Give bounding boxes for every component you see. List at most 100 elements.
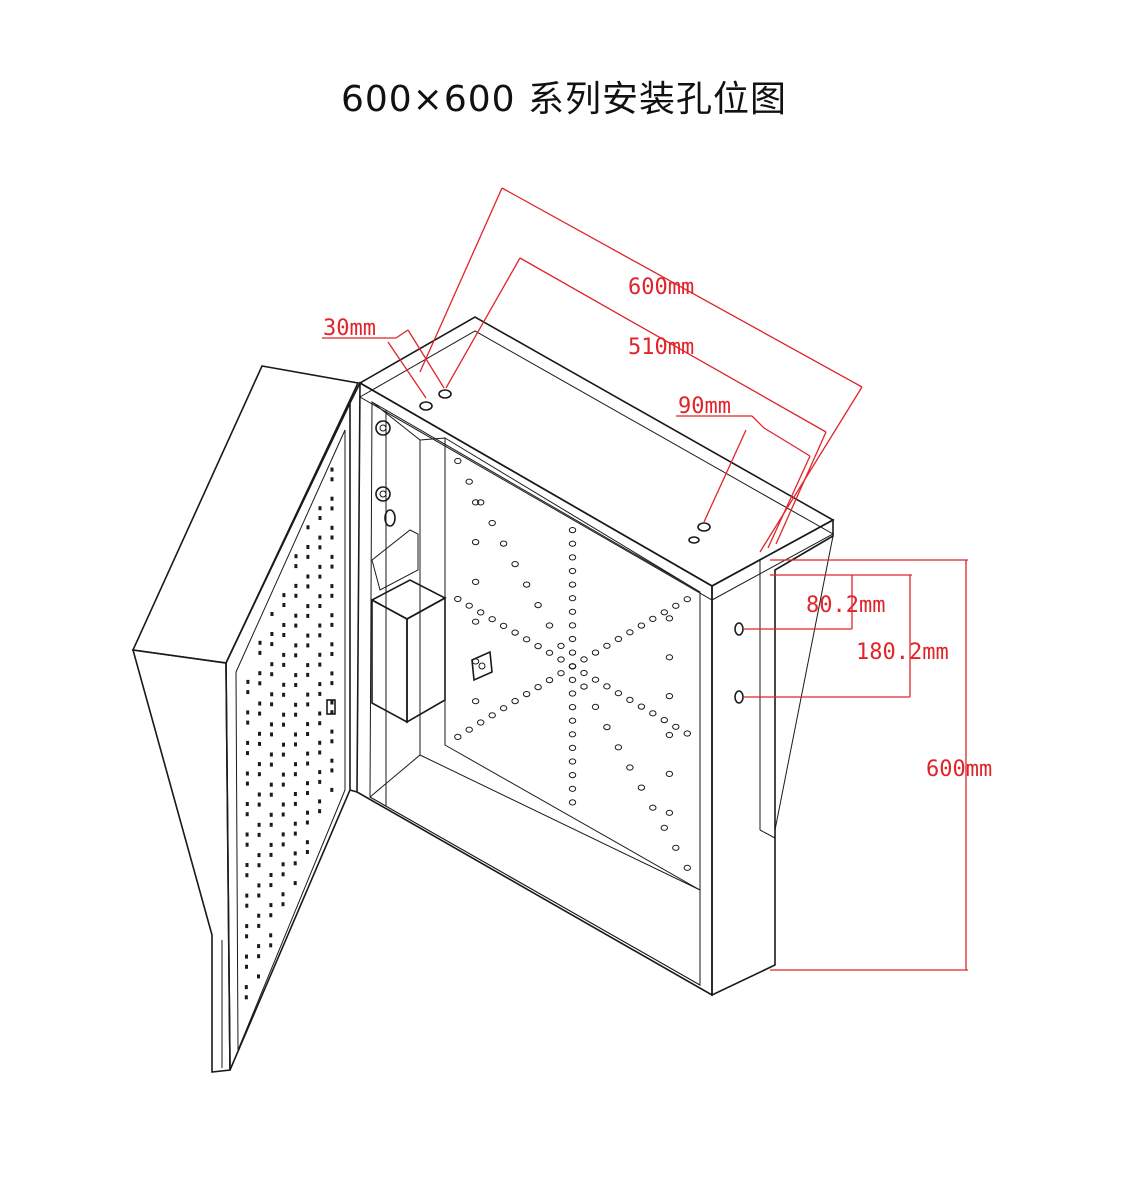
led-hole <box>499 622 508 630</box>
door-hole <box>294 712 298 717</box>
door-hole <box>246 690 250 695</box>
door-hole <box>294 732 297 737</box>
led-hole <box>568 554 577 561</box>
door-hole <box>282 652 286 657</box>
door-hole <box>293 881 297 886</box>
led-hole <box>683 730 691 737</box>
led-hole <box>465 726 473 733</box>
door-hole <box>294 643 298 648</box>
door-hole <box>294 742 297 747</box>
led-hole <box>637 622 646 629</box>
door-hole <box>258 731 261 736</box>
led-hole <box>637 703 646 710</box>
led-hole <box>477 609 485 616</box>
door-hole <box>246 740 250 745</box>
door-hole <box>246 720 250 725</box>
door-hole <box>270 672 274 677</box>
led-hole <box>488 519 496 527</box>
door-hole <box>257 883 261 888</box>
led-hole <box>637 784 646 791</box>
led-hole <box>614 690 623 697</box>
led-hole <box>660 609 668 616</box>
door-hole <box>294 762 297 767</box>
door-hole <box>306 643 310 648</box>
led-hole <box>568 758 577 765</box>
led-hole <box>568 540 577 547</box>
led-hole <box>488 616 496 623</box>
door-hole <box>269 752 273 757</box>
door-hole <box>293 792 297 796</box>
door-hole <box>257 893 261 898</box>
dim-label-height: 600mm <box>926 757 992 782</box>
led-hole <box>488 712 496 719</box>
door-hole <box>330 496 334 501</box>
door-hole <box>318 721 322 726</box>
led-hole <box>522 581 531 588</box>
door-hole <box>318 594 322 599</box>
door-hole <box>282 722 285 727</box>
door-hole <box>246 679 250 684</box>
door-hole <box>270 612 274 616</box>
door-hole <box>318 564 322 569</box>
led-hole <box>649 615 657 623</box>
led-hole <box>568 595 577 602</box>
led-hole <box>568 663 577 670</box>
led-hole <box>471 618 480 625</box>
door-hole <box>269 903 273 908</box>
door-hole <box>306 525 310 530</box>
door-hole <box>257 923 261 928</box>
door-hole <box>246 710 250 715</box>
door-hole <box>306 732 310 736</box>
led-hole <box>557 656 565 663</box>
door-hole <box>306 692 310 697</box>
door-hole <box>306 702 310 707</box>
dimension-lines <box>322 187 968 971</box>
led-hole <box>568 527 577 534</box>
door-hole <box>330 467 334 472</box>
door-hole <box>281 752 285 757</box>
door-hole <box>318 662 322 667</box>
power-box <box>370 529 447 724</box>
led-hole <box>672 602 680 609</box>
door-hole <box>318 750 322 755</box>
cable-gland-1 <box>375 420 391 436</box>
door-hole <box>282 633 286 637</box>
door-hole <box>257 832 261 837</box>
dim-label-width: 600mm <box>628 275 694 300</box>
led-hole <box>534 684 542 691</box>
door-hole <box>318 535 322 540</box>
led-hole <box>665 809 674 816</box>
door-hole <box>330 613 334 618</box>
door-hole <box>330 739 334 744</box>
door-hole <box>245 771 249 776</box>
door-hole <box>269 812 273 817</box>
door-hole <box>281 772 285 777</box>
led-hole-grid <box>454 457 691 871</box>
door-hole <box>318 633 322 638</box>
door-hole <box>330 584 334 589</box>
led-hole <box>568 772 577 779</box>
door-hole <box>245 924 249 929</box>
door-hole <box>269 782 273 787</box>
door-hole <box>245 934 249 939</box>
door-hole <box>330 681 334 686</box>
door-hole <box>305 820 309 825</box>
led-hole <box>603 724 611 731</box>
door-hole <box>270 662 274 667</box>
door-hole <box>330 642 334 647</box>
top-mount-holes <box>419 389 711 544</box>
led-hole <box>568 690 577 697</box>
door-hole <box>270 642 274 647</box>
door-hole <box>270 722 273 727</box>
led-hole <box>545 649 554 656</box>
door-hole <box>257 974 260 979</box>
door-hole <box>293 861 297 866</box>
led-hole <box>522 636 531 643</box>
door-hole <box>318 545 322 550</box>
led-hole <box>568 581 577 588</box>
led-hole <box>580 683 588 690</box>
door-hole <box>306 604 310 609</box>
door-hole <box>281 782 285 787</box>
door-hole <box>269 883 273 888</box>
